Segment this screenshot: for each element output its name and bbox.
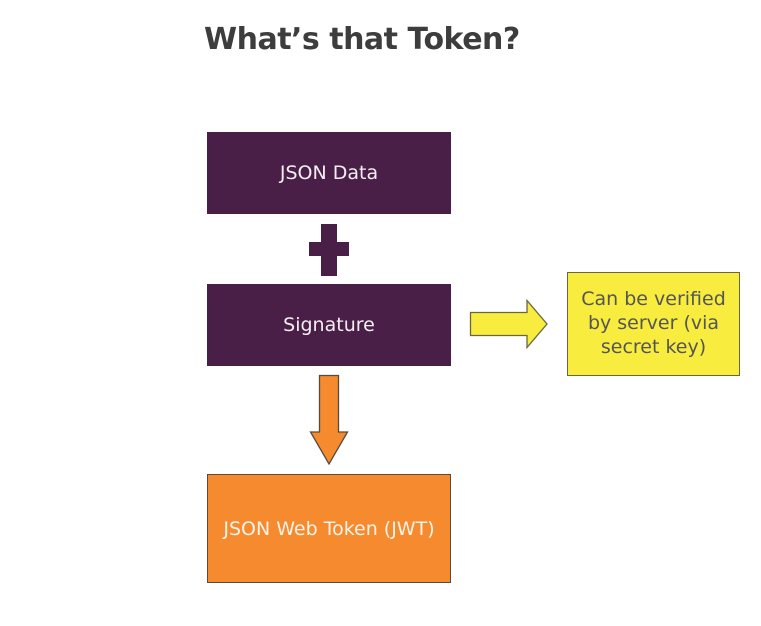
signature-box: Signature [207,284,451,366]
plus-icon [309,224,349,276]
verified-label: Can be verified by server (via secret ke… [581,288,726,358]
jwt-box: JSON Web Token (JWT) [207,474,451,583]
arrow-down-icon [309,374,349,466]
json-data-label: JSON Data [279,162,379,184]
page-title: What’s that Token? [204,22,520,57]
json-data-box: JSON Data [207,132,451,214]
signature-label: Signature [283,314,375,336]
jwt-label: JSON Web Token (JWT) [223,517,435,540]
verified-box: Can be verified by server (via secret ke… [567,272,740,376]
arrow-right-icon [469,299,548,349]
